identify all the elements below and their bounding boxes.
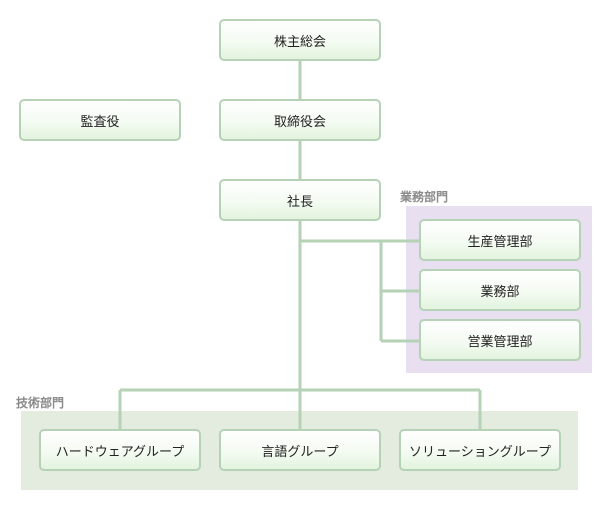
node-auditor: 監査役 bbox=[19, 99, 181, 141]
node-president: 社長 bbox=[219, 179, 381, 221]
node-shareholders: 株主総会 bbox=[219, 19, 381, 61]
node-hardware-group: ハードウェアグループ bbox=[39, 429, 201, 471]
node-production-control: 生産管理部 bbox=[419, 219, 581, 261]
node-language-group: 言語グループ bbox=[219, 429, 381, 471]
node-board: 取締役会 bbox=[219, 99, 381, 141]
node-solution-group: ソリューショングループ bbox=[399, 429, 561, 471]
tech-division-label: 技術部門 bbox=[16, 396, 65, 410]
business-division-label: 業務部門 bbox=[400, 190, 449, 204]
node-operations: 業務部 bbox=[419, 269, 581, 311]
node-sales-control: 営業管理部 bbox=[419, 319, 581, 361]
